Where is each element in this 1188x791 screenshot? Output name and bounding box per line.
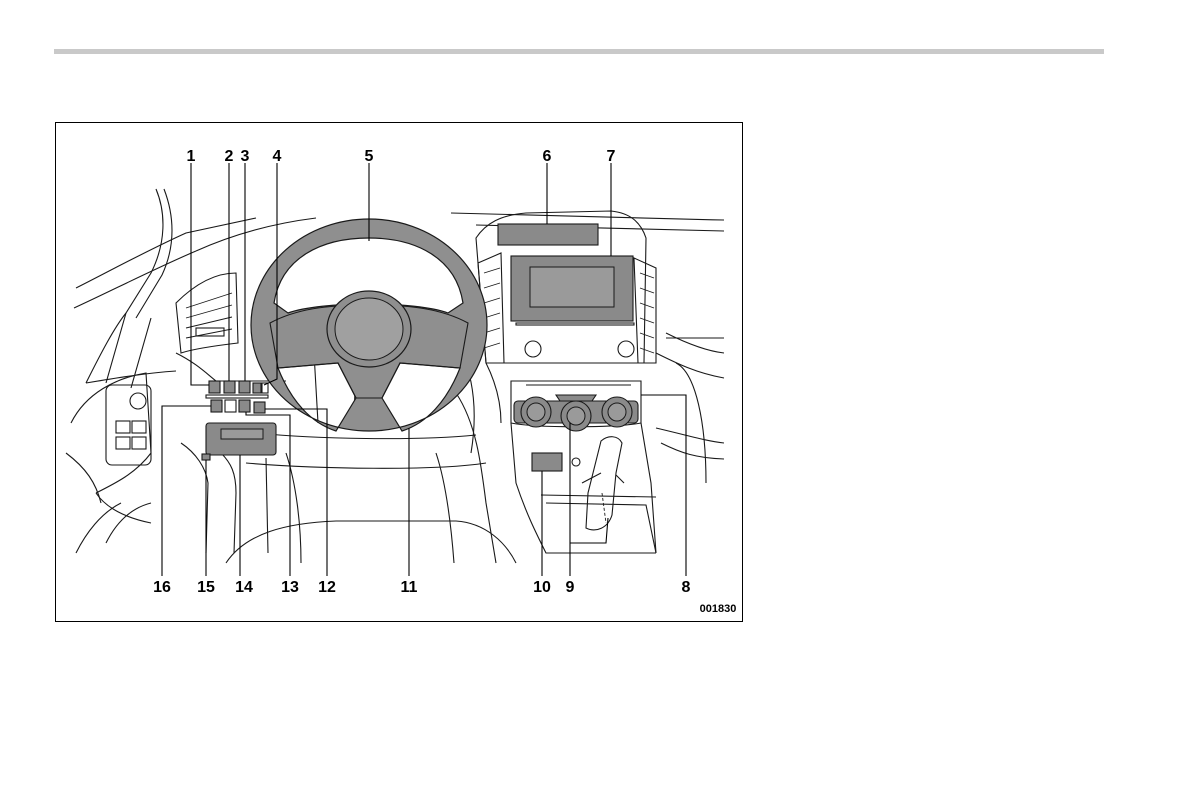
switch-4 [253,383,261,393]
cockpit-drawing: 1 2 3 4 5 6 7 16 15 14 13 12 11 10 9 8 0… [56,123,742,621]
switch-13 [239,400,250,412]
hood-release-switch [202,454,210,460]
cockpit-illustration: 1 2 3 4 5 6 7 16 15 14 13 12 11 10 9 8 0… [55,122,743,622]
callout-3: 3 [241,148,250,165]
switch-16 [211,400,222,412]
callout-5: 5 [365,148,374,165]
interior-linework [66,189,724,563]
multi-function-display [498,224,598,245]
switch-12 [254,402,265,413]
callout-4: 4 [273,148,282,165]
switch-2 [224,381,235,393]
callout-15: 15 [197,579,215,596]
callout-9: 9 [566,579,575,596]
switch-1 [209,381,220,393]
callout-7: 7 [607,148,616,165]
callout-8: 8 [682,579,691,596]
callout-6: 6 [543,148,552,165]
accessory-socket [532,453,562,471]
callout-10: 10 [533,579,551,596]
callout-14: 14 [235,579,253,596]
header-rule [54,49,1104,54]
figure-code: 001830 [700,603,737,615]
callout-13: 13 [281,579,299,596]
callout-12: 12 [318,579,336,596]
callout-16: 16 [153,579,171,596]
callout-2: 2 [225,148,234,165]
callout-1: 1 [187,148,196,165]
leader-lines [162,163,686,576]
callout-11: 11 [401,579,418,596]
switch-3 [239,381,250,393]
highlighted-components [202,219,638,530]
